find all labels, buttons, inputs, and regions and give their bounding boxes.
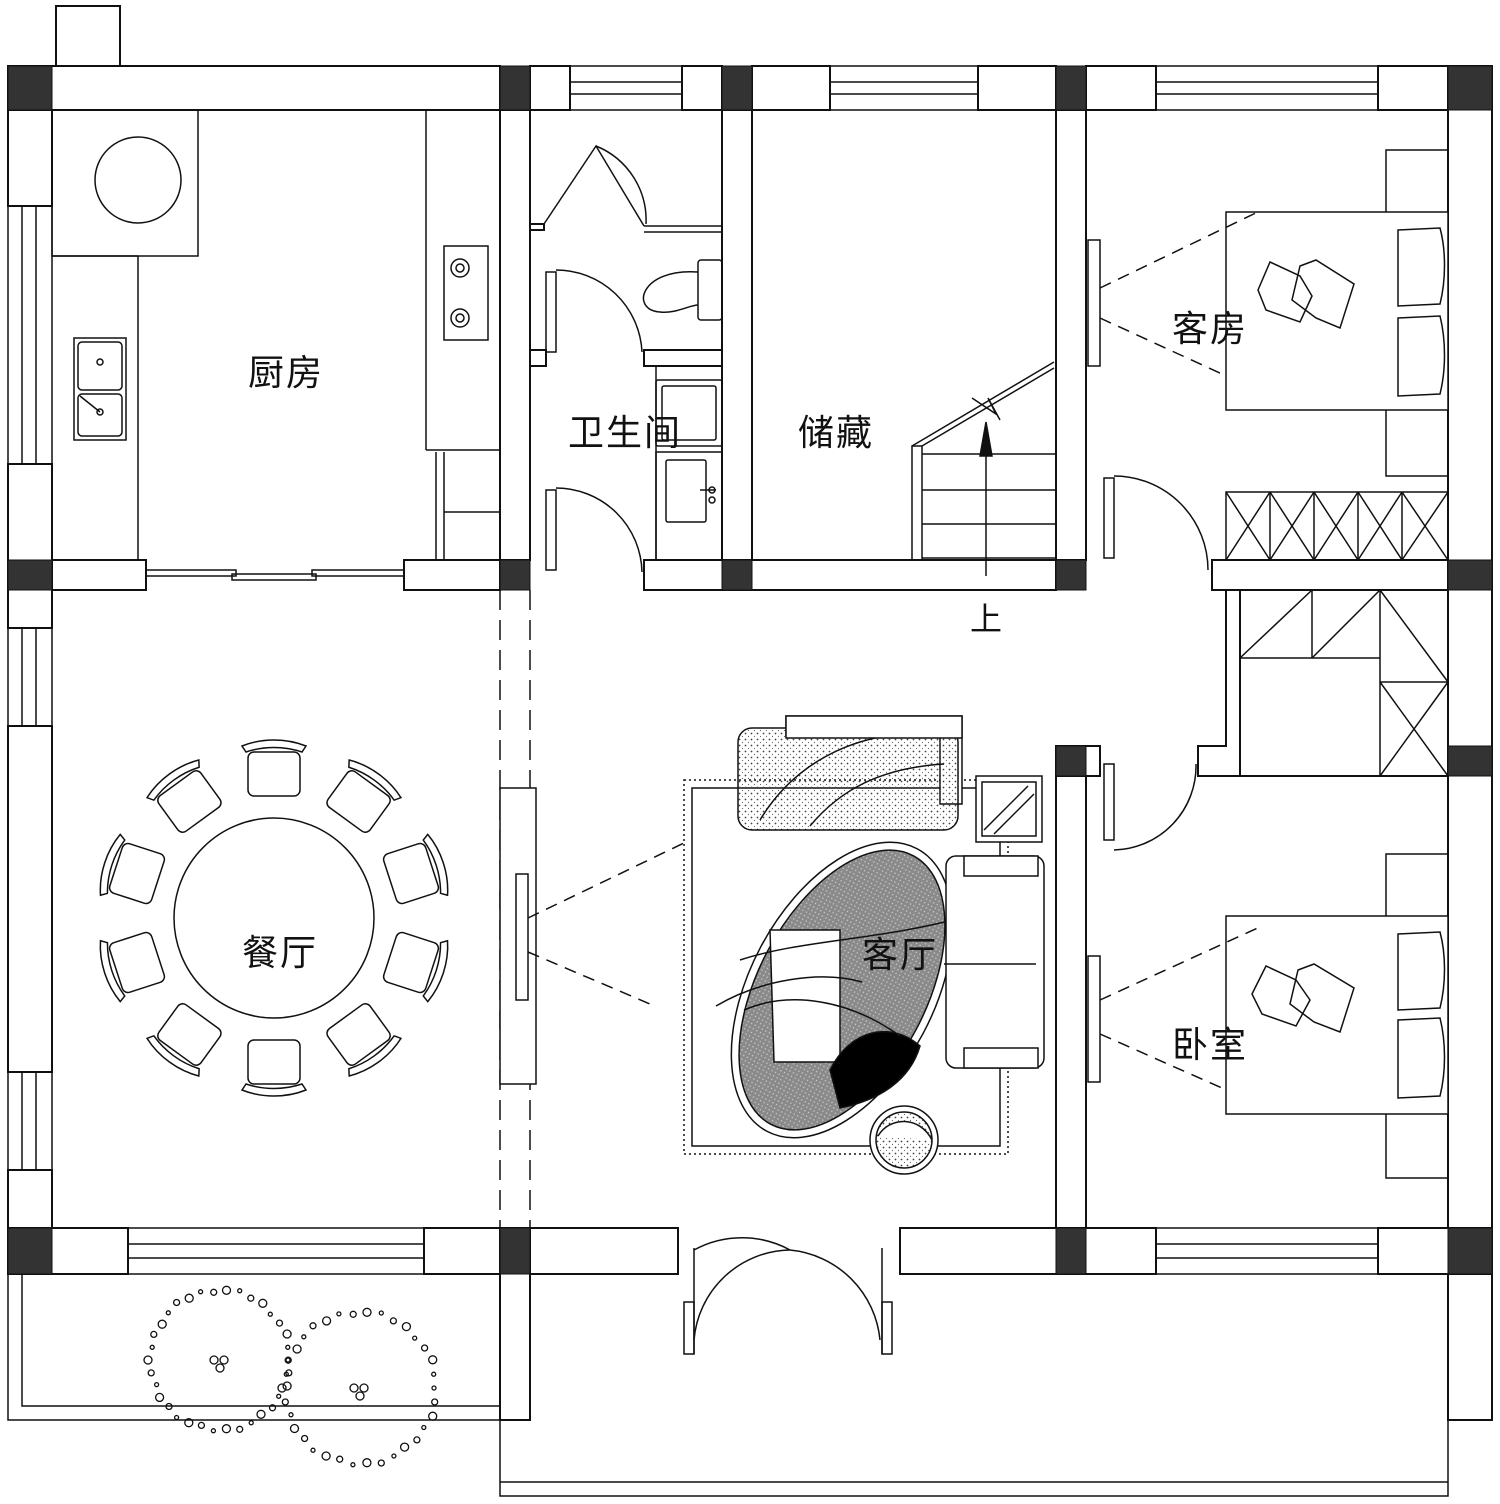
dining-chair: [145, 1003, 222, 1077]
kitchen-label: 厨房: [248, 353, 325, 394]
dining-room-label: 餐厅: [242, 933, 319, 974]
balcony: [7, 1274, 1449, 1497]
dining-chair: [99, 833, 166, 905]
sofa-main: [737, 715, 963, 831]
dining-chair: [326, 1003, 403, 1077]
dining-chair: [99, 931, 166, 1003]
guest-room-label: 客房: [1172, 309, 1249, 350]
dining-chair: [145, 759, 222, 833]
columns: [7, 65, 1493, 1275]
corridor-closet: [1103, 589, 1449, 851]
guest-room-fixtures: [1087, 149, 1449, 571]
plant-pot: [277, 1307, 439, 1468]
kitchen-fixtures: [51, 109, 500, 560]
bedroom-label: 卧室: [1172, 1025, 1249, 1066]
dining-chair: [326, 759, 403, 833]
stair-up-label: 上: [970, 600, 1005, 638]
storage-label: 储藏: [798, 413, 875, 454]
dining-chair: [382, 931, 449, 1003]
dining-chair: [382, 833, 449, 905]
bedroom-fixtures: [1087, 853, 1449, 1179]
dining-table: [99, 739, 449, 1097]
sofa-side: [944, 855, 1045, 1069]
dining-chair: [240, 739, 308, 797]
staircase: [911, 361, 1056, 576]
dining-chair: [240, 1039, 308, 1097]
entry-doors: [683, 1237, 893, 1355]
windows: [7, 65, 1379, 1275]
tv-cabinet: [499, 787, 687, 1085]
potted-plants: [143, 1285, 439, 1468]
living-room-rug: [683, 779, 1009, 1155]
plant-pot: [143, 1285, 293, 1434]
side-table: [975, 775, 1043, 843]
bathroom-label: 卫生间: [568, 413, 683, 454]
living-room-label: 客厅: [862, 935, 939, 976]
kitchen-sliding-door: [145, 569, 405, 581]
stool: [869, 1105, 939, 1175]
interior-walls: [51, 109, 1449, 1229]
bathroom-fixtures: [543, 144, 723, 573]
